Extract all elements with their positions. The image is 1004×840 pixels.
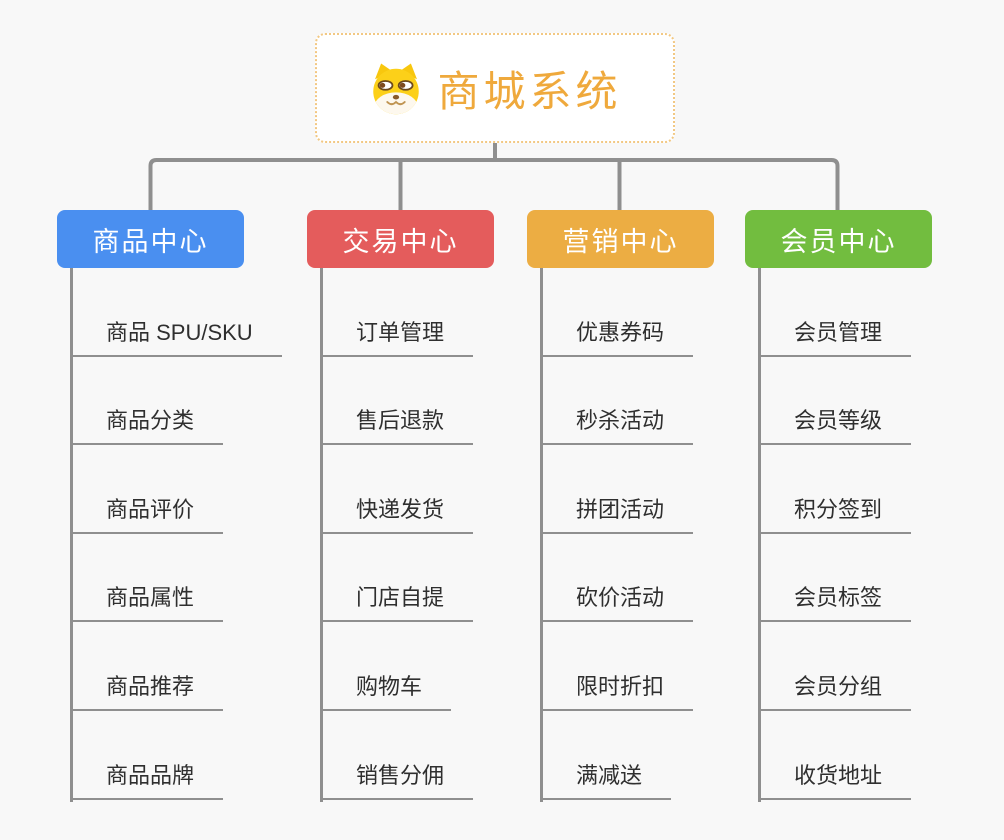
leaf-node[interactable]: 收货地址 bbox=[758, 758, 912, 800]
branch-label: 商品中心 bbox=[92, 226, 209, 257]
leaf-node[interactable]: 商品属性 bbox=[70, 580, 224, 623]
leaf-slot: 商品分类 bbox=[57, 357, 287, 446]
leaf-node[interactable]: 商品分类 bbox=[70, 403, 224, 446]
leaf-node[interactable]: 商品 SPU/SKU bbox=[70, 315, 282, 357]
branch-column-1: 商品中心 商品 SPU/SKU 商品分类 商品评价 商品属性 商品推荐 商品品牌 bbox=[57, 210, 287, 802]
leaf-node[interactable]: 秒杀活动 bbox=[540, 403, 694, 446]
leaf-slot: 满减送 bbox=[527, 711, 757, 800]
leaf-node[interactable]: 订单管理 bbox=[320, 315, 474, 357]
dog-face-icon bbox=[368, 60, 424, 116]
branch-column-3: 营销中心 优惠券码 秒杀活动 拼团活动 砍价活动 限时折扣 满减送 bbox=[527, 210, 757, 802]
branch-trunk-line bbox=[540, 268, 543, 802]
leaf-node[interactable]: 快递发货 bbox=[320, 492, 474, 534]
leaf-node[interactable]: 商品品牌 bbox=[70, 758, 224, 800]
branch-label: 营销中心 bbox=[562, 226, 679, 257]
root-node[interactable]: 商城系统 bbox=[315, 33, 675, 143]
leaf-node[interactable]: 积分签到 bbox=[758, 492, 912, 534]
leaf-slot: 快递发货 bbox=[307, 445, 537, 534]
outer-connector-line bbox=[148, 158, 840, 211]
leaf-node[interactable]: 会员管理 bbox=[758, 315, 912, 357]
root-title: 商城系统 bbox=[437, 67, 622, 115]
leaf-node[interactable]: 限时折扣 bbox=[540, 669, 694, 711]
leaf-slot: 门店自提 bbox=[307, 534, 537, 623]
branch-node[interactable]: 营销中心 bbox=[527, 210, 714, 268]
branch-trunk-line bbox=[70, 268, 73, 802]
leaf-slot: 砍价活动 bbox=[527, 534, 757, 623]
leaf-slot: 订单管理 bbox=[307, 268, 537, 357]
leaf-slot: 秒杀活动 bbox=[527, 357, 757, 446]
leaf-node[interactable]: 满减送 bbox=[540, 758, 672, 800]
branch-column-2: 交易中心 订单管理 售后退款 快递发货 门店自提 购物车 销售分佣 bbox=[307, 210, 537, 802]
branch-node[interactable]: 会员中心 bbox=[745, 210, 932, 268]
leaf-slot: 购物车 bbox=[307, 622, 537, 711]
leaf-slot: 限时折扣 bbox=[527, 622, 757, 711]
leaf-slot: 拼团活动 bbox=[527, 445, 757, 534]
leaf-node[interactable]: 会员标签 bbox=[758, 580, 912, 623]
leaf-node[interactable]: 购物车 bbox=[320, 669, 452, 711]
branch-trunk-line bbox=[758, 268, 761, 802]
leaf-slot: 销售分佣 bbox=[307, 711, 537, 800]
leaf-node[interactable]: 会员等级 bbox=[758, 403, 912, 446]
leaf-slot: 售后退款 bbox=[307, 357, 537, 446]
branch-label: 会员中心 bbox=[780, 226, 897, 257]
leaf-node[interactable]: 销售分佣 bbox=[320, 758, 474, 800]
leaf-slot: 积分签到 bbox=[745, 445, 975, 534]
leaf-slot: 会员等级 bbox=[745, 357, 975, 446]
branch-column-4: 会员中心 会员管理 会员等级 积分签到 会员标签 会员分组 收货地址 bbox=[745, 210, 975, 802]
branch-node[interactable]: 商品中心 bbox=[57, 210, 244, 268]
leaf-slot: 优惠券码 bbox=[527, 268, 757, 357]
leaf-slot: 商品评价 bbox=[57, 445, 287, 534]
leaf-slot: 会员标签 bbox=[745, 534, 975, 623]
leaf-node[interactable]: 会员分组 bbox=[758, 669, 912, 711]
leaf-node[interactable]: 砍价活动 bbox=[540, 580, 694, 623]
leaf-slot: 会员分组 bbox=[745, 622, 975, 711]
branch-trunk-line bbox=[320, 268, 323, 802]
branch-label: 交易中心 bbox=[342, 226, 459, 257]
leaf-node[interactable]: 售后退款 bbox=[320, 403, 474, 446]
branch-node[interactable]: 交易中心 bbox=[307, 210, 494, 268]
leaf-slot: 商品 SPU/SKU bbox=[57, 268, 287, 357]
leaf-slot: 收货地址 bbox=[745, 711, 975, 800]
leaf-slot: 商品属性 bbox=[57, 534, 287, 623]
leaf-slot: 会员管理 bbox=[745, 268, 975, 357]
leaf-node[interactable]: 优惠券码 bbox=[540, 315, 694, 357]
leaf-node[interactable]: 门店自提 bbox=[320, 580, 474, 623]
leaf-node[interactable]: 商品推荐 bbox=[70, 669, 224, 711]
leaf-node[interactable]: 拼团活动 bbox=[540, 492, 694, 534]
leaf-node[interactable]: 商品评价 bbox=[70, 492, 224, 534]
leaf-slot: 商品品牌 bbox=[57, 711, 287, 800]
leaf-slot: 商品推荐 bbox=[57, 622, 287, 711]
